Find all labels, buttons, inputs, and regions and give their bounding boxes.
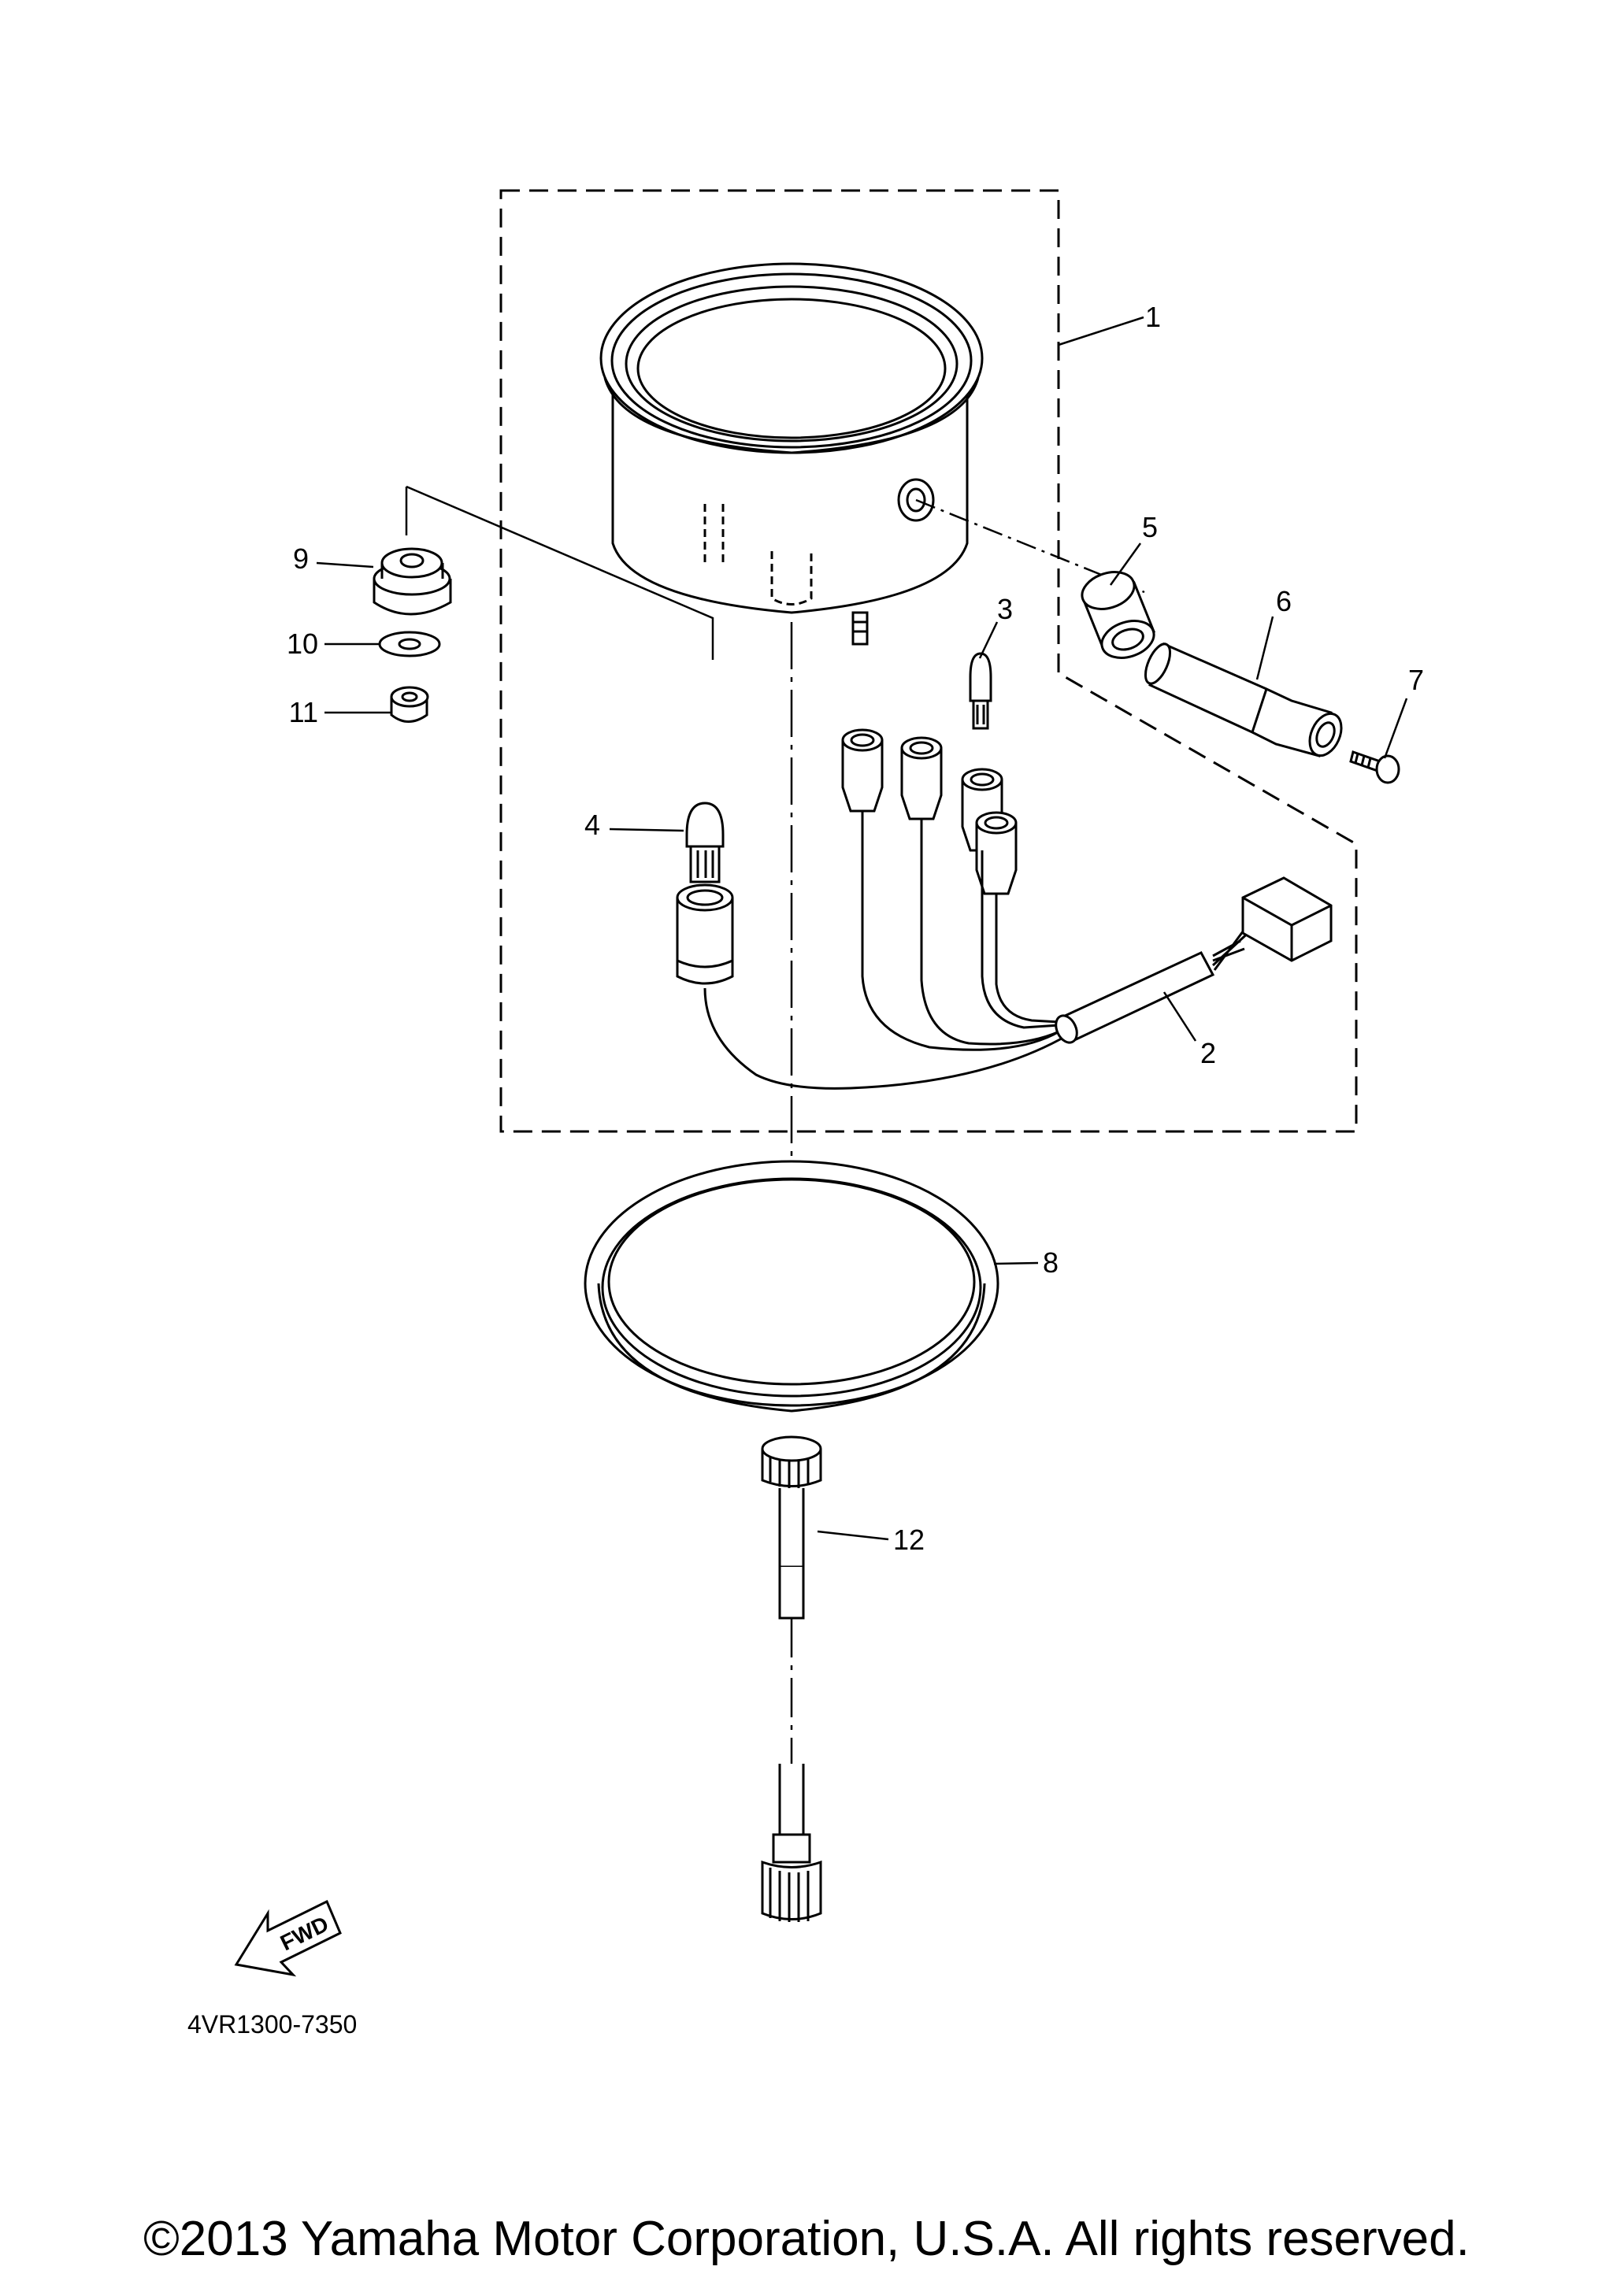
callout-3: 3 bbox=[997, 593, 1013, 625]
callout-4: 4 bbox=[584, 809, 600, 841]
callout-8: 8 bbox=[1043, 1246, 1059, 1279]
speedometer-cable bbox=[761, 1435, 822, 1922]
gasket-ring bbox=[584, 1160, 999, 1413]
bulb-large bbox=[685, 802, 725, 883]
callout-11: 11 bbox=[289, 696, 318, 728]
callout-6: 6 bbox=[1276, 585, 1292, 617]
gauge-housing bbox=[599, 262, 984, 646]
assembly-boundary bbox=[499, 189, 1358, 1133]
screw bbox=[1349, 750, 1400, 784]
callout-labels: 1 2 3 4 5 6 7 8 9 10 11 12 bbox=[287, 301, 1424, 1556]
fwd-arrow-icon: FWD bbox=[234, 1899, 342, 1977]
grommet bbox=[373, 547, 452, 616]
copyright-notice: ©2013 Yamaha Motor Corporation, U.S.A. A… bbox=[143, 2212, 1470, 2266]
nut bbox=[390, 686, 429, 723]
callout-2: 2 bbox=[1200, 1037, 1216, 1069]
callout-12: 12 bbox=[893, 1524, 925, 1556]
callout-5: 5 bbox=[1142, 511, 1158, 543]
leader-lines bbox=[405, 485, 1145, 1811]
callout-leaders bbox=[316, 316, 1408, 1541]
callout-9: 9 bbox=[293, 543, 309, 575]
sleeve bbox=[1081, 571, 1156, 659]
cover bbox=[1144, 642, 1343, 757]
callout-10: 10 bbox=[287, 628, 318, 660]
callout-7: 7 bbox=[1408, 664, 1424, 696]
diagram-part-code: 4VR1300-7350 bbox=[187, 2010, 357, 2039]
bulb-small bbox=[969, 652, 992, 730]
washer bbox=[378, 631, 441, 657]
wire-harness bbox=[676, 728, 1333, 1090]
callout-1: 1 bbox=[1145, 301, 1161, 333]
